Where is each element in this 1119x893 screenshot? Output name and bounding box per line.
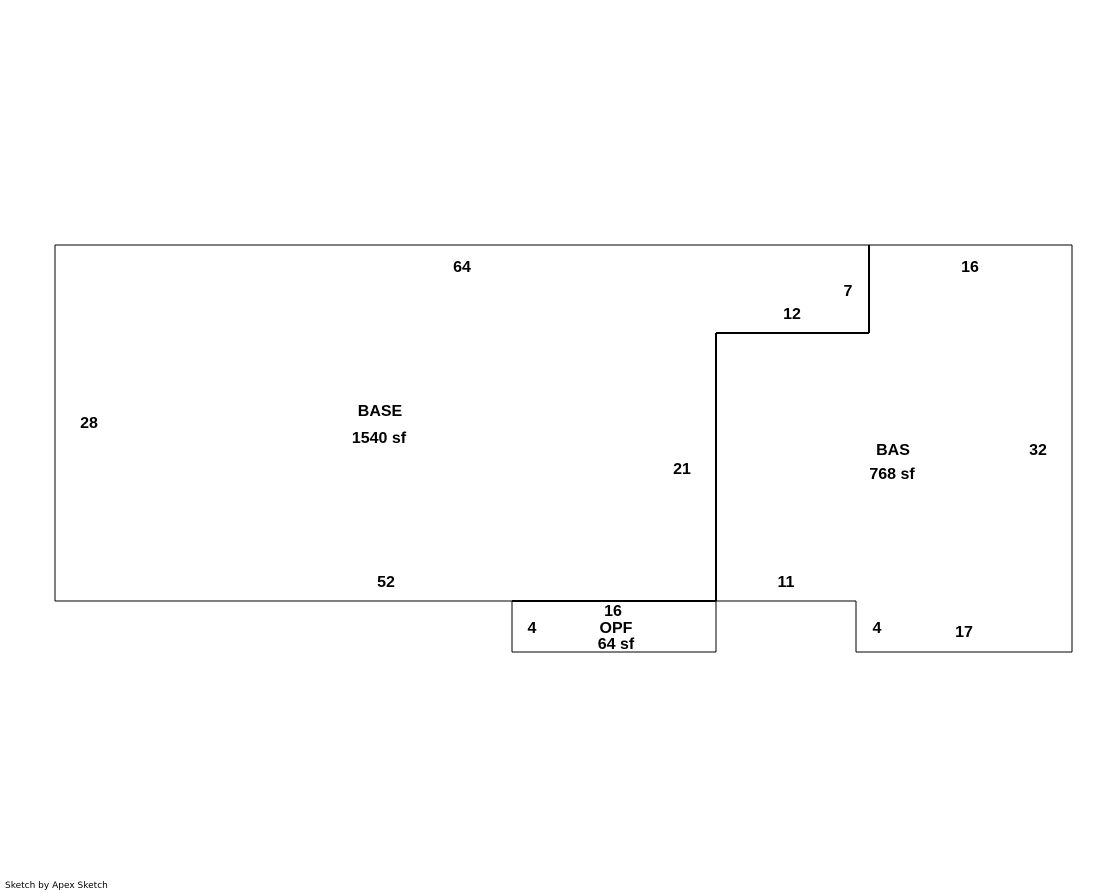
- opf-outline: [511, 601, 717, 653]
- area-size-base: 1540 sf: [352, 430, 407, 447]
- area-code-base: BASE: [358, 403, 403, 420]
- area-size-bas: 768 sf: [869, 466, 915, 483]
- dim-step-horizontal: 12: [783, 306, 801, 323]
- area-code-opf: OPF: [600, 620, 633, 637]
- area-code-bas: BAS: [876, 442, 910, 459]
- dim-base-left: 28: [80, 415, 98, 432]
- dim-opf-left: 4: [528, 620, 537, 637]
- outline: [54, 244, 1073, 653]
- dim-base-bottom: 52: [377, 574, 395, 591]
- dim-bas-top: 16: [961, 259, 979, 276]
- dim-bas-bottom-left: 11: [778, 574, 795, 591]
- dim-opf-top: 16: [604, 603, 622, 620]
- sketch-credit: Sketch by Apex Sketch: [5, 881, 108, 891]
- dim-bas-notch: 4: [873, 620, 882, 637]
- dim-bas-right: 32: [1029, 442, 1047, 459]
- dim-base-right: 21: [673, 461, 691, 478]
- area-size-opf: 64 sf: [598, 636, 635, 653]
- dim-step-vertical: 7: [844, 283, 853, 300]
- dim-bas-bottom: 17: [955, 624, 973, 641]
- dim-base-top: 64: [453, 259, 471, 276]
